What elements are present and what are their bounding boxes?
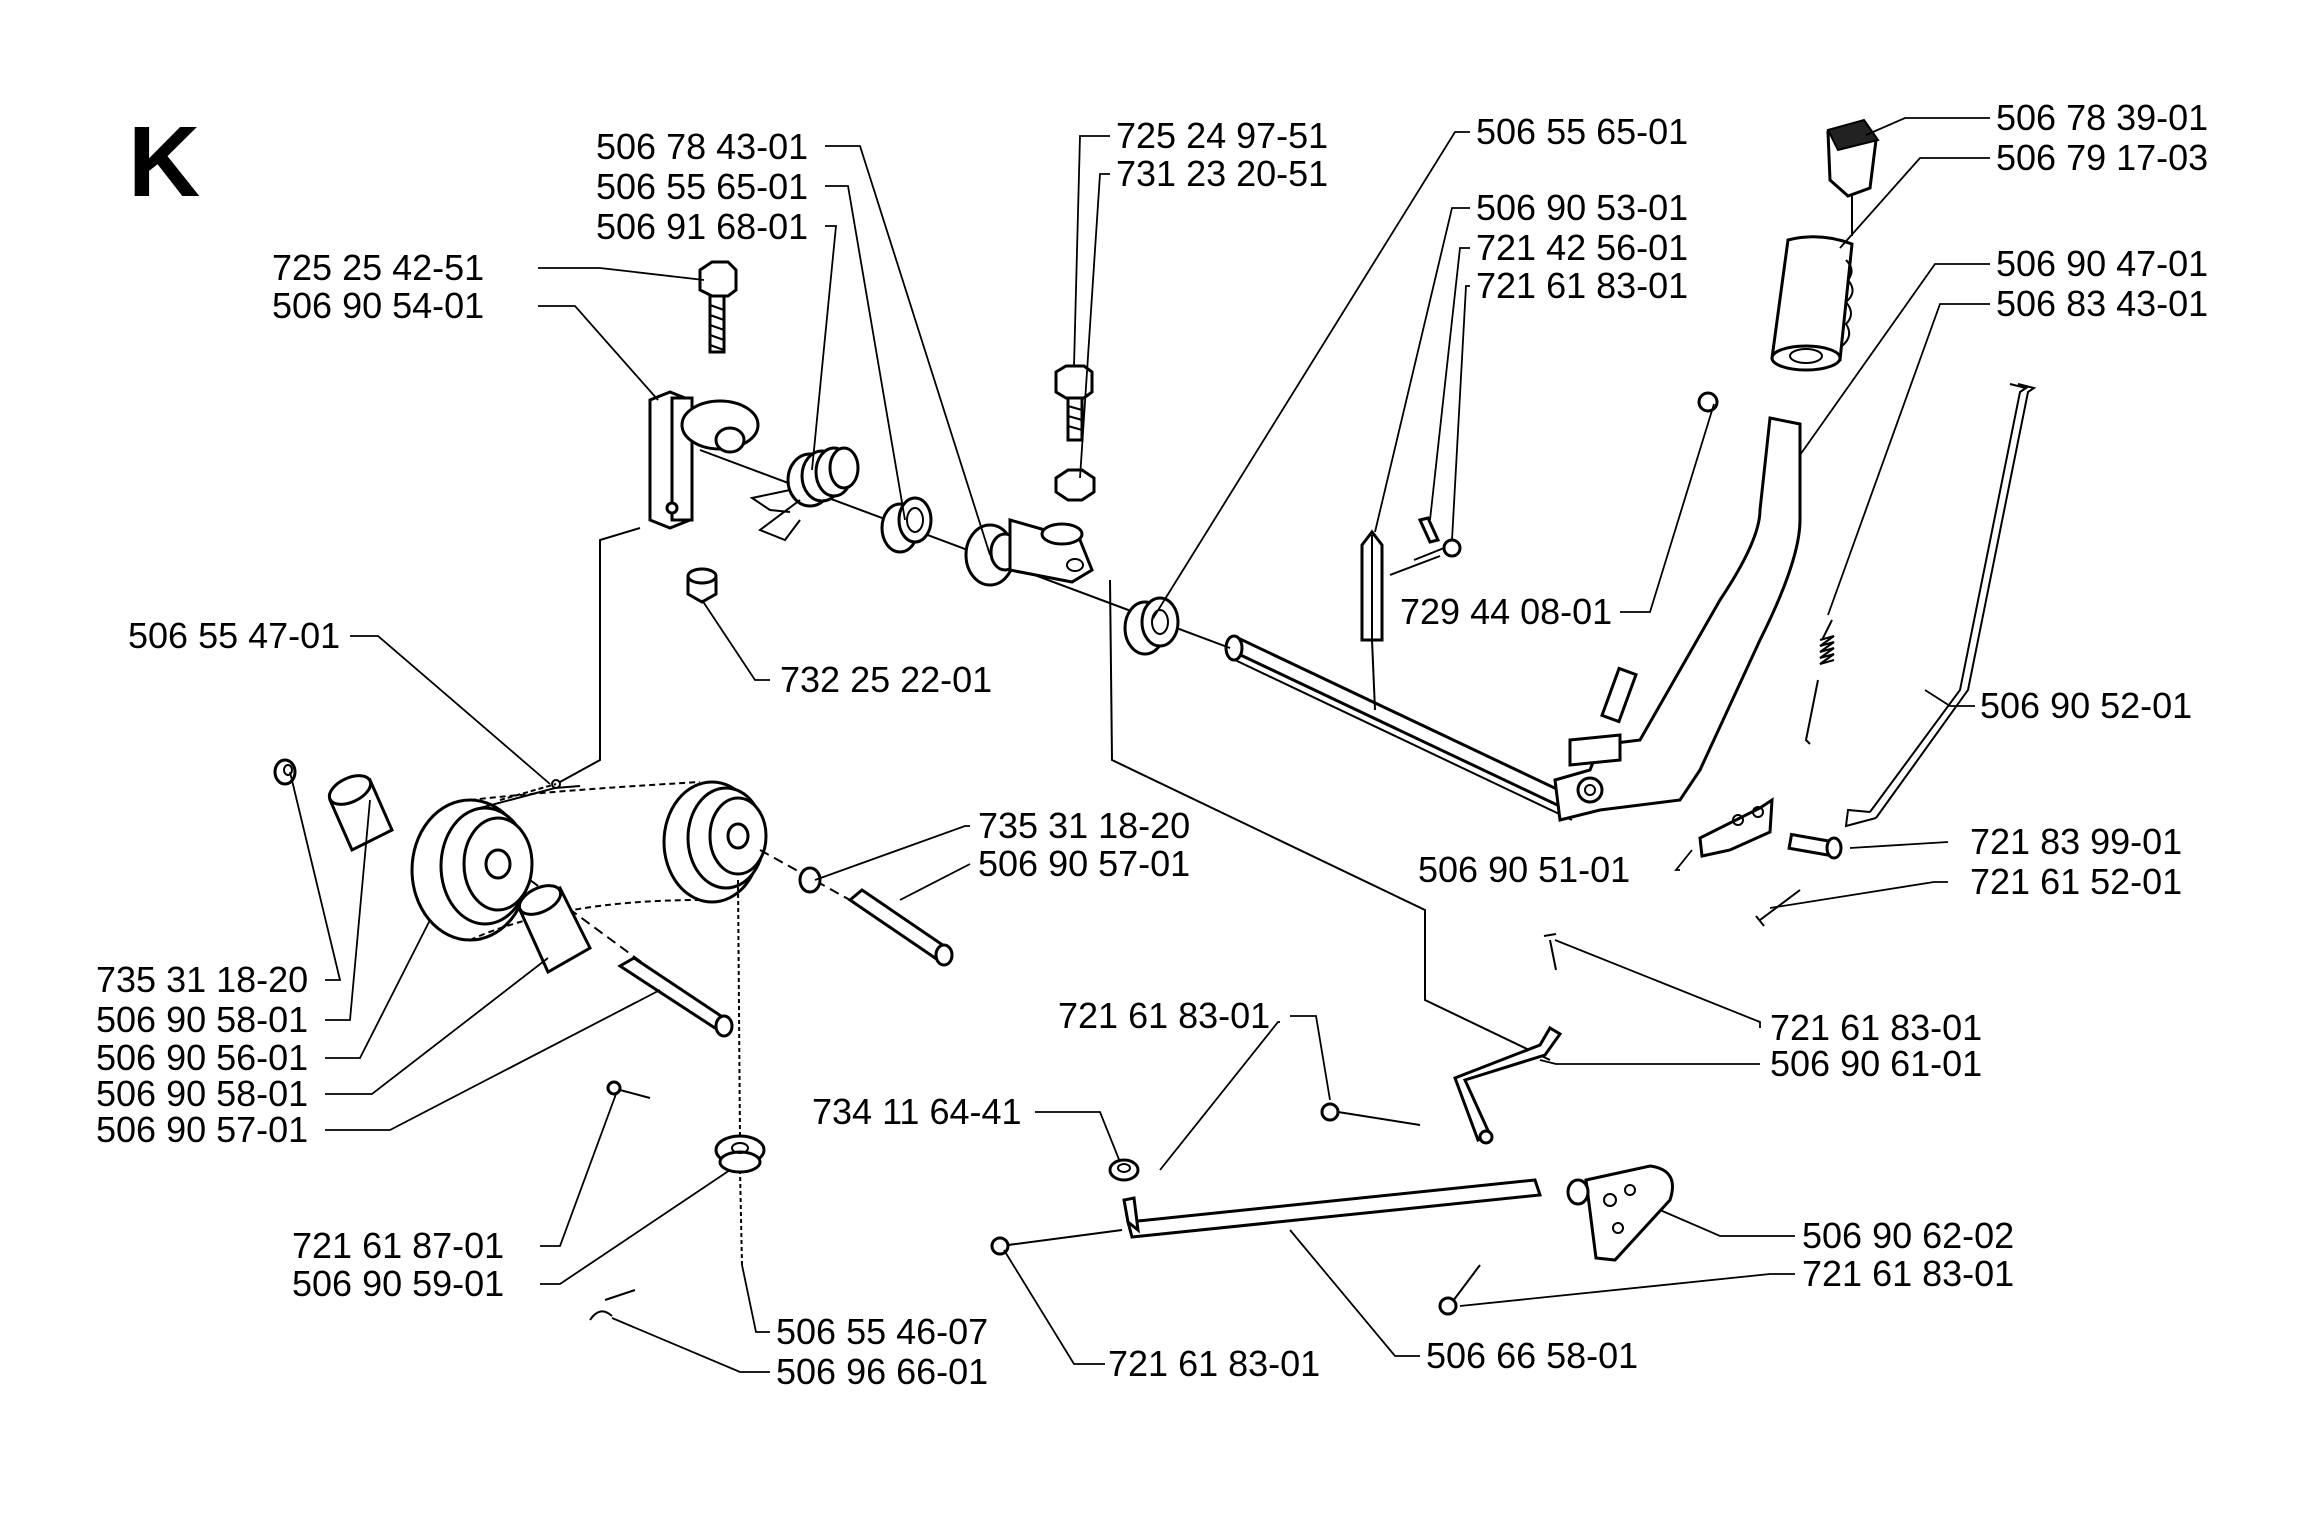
label-part-24: 506 90 57-01 — [978, 843, 1190, 884]
pin-lower-right — [1438, 1264, 1481, 1316]
label-part-26: 506 90 58-01 — [96, 999, 308, 1040]
label-part-31: 721 61 83-01 — [1770, 1007, 1982, 1048]
main-lever — [1553, 416, 1802, 822]
idler — [714, 1134, 766, 1174]
control-rod — [1844, 383, 2037, 828]
cotter-pin-1 — [1755, 889, 1801, 927]
label-part-21: 721 61 52-01 — [1970, 861, 2182, 902]
leader-lines — [289, 117, 1990, 1373]
label-part-19: 506 90 52-01 — [1980, 685, 2192, 726]
lever-bracket — [1698, 797, 1774, 858]
label-part-13: 506 79 17-03 — [1996, 137, 2208, 178]
spring-clip — [589, 1289, 636, 1321]
drawing — [273, 118, 2037, 1321]
label-part-06: 725 24 97-51 — [1116, 115, 1328, 156]
bushing-right — [1123, 596, 1180, 656]
chain-link — [499, 779, 561, 801]
bolt-top — [698, 260, 738, 354]
clamp-lever — [1008, 518, 1094, 584]
pin-vertical — [1360, 529, 1384, 711]
label-part-12: 506 78 39-01 — [1996, 97, 2208, 138]
washer-left — [273, 758, 297, 786]
shaft-lower — [617, 956, 734, 1038]
label-part-34: 506 90 62-02 — [1802, 1215, 2014, 1256]
label-part-02: 506 55 65-01 — [596, 166, 808, 207]
bent-rod — [1453, 1025, 1563, 1145]
label-part-39: 506 96 66-01 — [776, 1351, 988, 1392]
label-part-05: 506 90 54-01 — [272, 285, 484, 326]
bolt-rod — [1787, 832, 1843, 860]
label-part-14: 506 90 47-01 — [1996, 243, 2208, 284]
bracket — [648, 390, 760, 530]
label-part-16: 729 44 08-01 — [1400, 591, 1612, 632]
label-part-30: 721 61 83-01 — [1058, 995, 1270, 1036]
part-labels: 506 78 43-01 506 55 65-01 506 91 68-01 7… — [96, 97, 2208, 1392]
label-part-36: 721 61 87-01 — [292, 1225, 504, 1266]
label-part-29: 506 90 57-01 — [96, 1109, 308, 1150]
label-part-37: 506 90 59-01 — [292, 1263, 504, 1304]
label-part-40: 721 61 83-01 — [1108, 1343, 1320, 1384]
pulley-right — [662, 780, 768, 904]
label-part-01: 506 78 43-01 — [596, 126, 808, 167]
label-part-28: 506 90 58-01 — [96, 1073, 308, 1114]
pin-left — [1320, 1102, 1421, 1126]
small-pins — [1389, 516, 1462, 576]
sleeve-upper — [327, 774, 394, 853]
label-part-33: 734 11 64-41 — [812, 1091, 1022, 1132]
label-part-18: 506 55 47-01 — [128, 615, 340, 656]
label-part-23: 735 31 18-20 — [978, 805, 1190, 846]
label-part-17: 732 25 22-01 — [780, 659, 992, 700]
shaft-right — [798, 866, 954, 967]
extension-spring — [1804, 619, 1835, 745]
handle-grip — [1770, 235, 1854, 372]
label-part-35: 721 61 83-01 — [1802, 1253, 2014, 1294]
label-part-41: 506 66 58-01 — [1426, 1335, 1638, 1376]
lever-screw — [1697, 391, 1719, 413]
cotter-pin-2 — [1543, 933, 1557, 971]
label-part-20: 721 83 99-01 — [1970, 821, 2182, 862]
sleeve-lower — [517, 884, 592, 975]
bolt-mid — [1054, 364, 1096, 502]
bushing-left — [880, 496, 933, 554]
linkage-line — [1109, 579, 1551, 1061]
label-part-10: 721 42 56-01 — [1476, 227, 1688, 268]
knob — [1826, 118, 1880, 236]
nut-732 — [686, 567, 718, 604]
label-part-25: 735 31 18-20 — [96, 959, 308, 1000]
guide-line — [559, 527, 641, 783]
small-pin-721-87 — [606, 1080, 651, 1099]
main-shaft — [1224, 634, 1583, 821]
label-part-09: 506 90 53-01 — [1476, 187, 1688, 228]
long-rod — [1122, 1178, 1543, 1239]
label-part-32: 506 90 61-01 — [1770, 1043, 1982, 1084]
label-part-04: 725 25 42-51 — [272, 247, 484, 288]
label-part-38: 506 55 46-07 — [776, 1311, 988, 1352]
label-part-03: 506 91 68-01 — [596, 206, 808, 247]
pivot-plate — [1566, 1164, 1674, 1262]
label-part-11: 721 61 83-01 — [1476, 265, 1688, 306]
pin-lower-left — [990, 1229, 1123, 1256]
label-part-27: 506 90 56-01 — [96, 1037, 308, 1078]
label-part-08: 506 55 65-01 — [1476, 111, 1688, 152]
label-part-22: 506 90 51-01 — [1418, 849, 1630, 890]
washer-734 — [1108, 1158, 1140, 1182]
label-part-15: 506 83 43-01 — [1996, 283, 2208, 324]
pulley-left — [410, 798, 534, 942]
section-letter: K — [128, 106, 200, 218]
torsion-spring — [749, 446, 860, 542]
label-part-07: 731 23 20-51 — [1116, 153, 1328, 194]
